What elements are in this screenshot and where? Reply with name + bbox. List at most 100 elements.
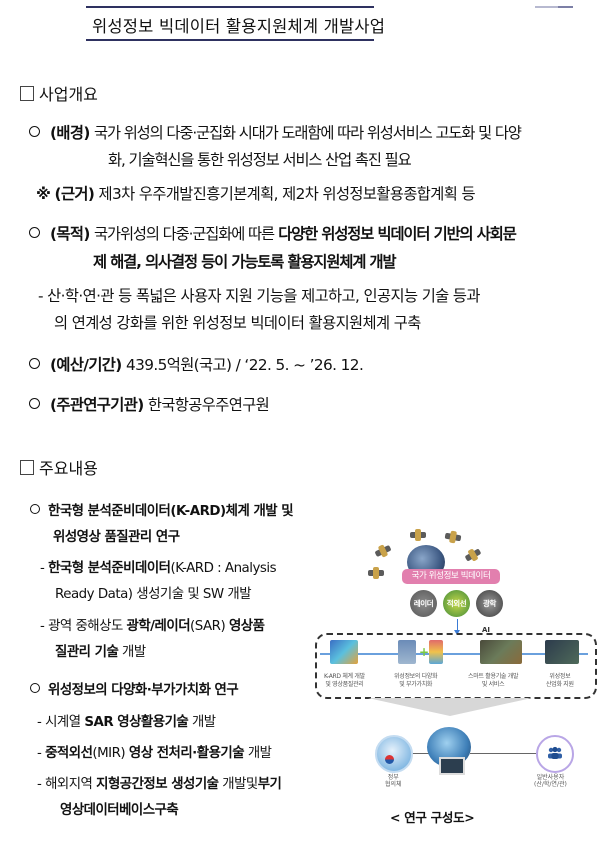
title-rule-bottom (86, 39, 374, 41)
text: - 광역 중해상도 (40, 619, 123, 634)
section-heading-overview: 사업개요 (20, 81, 98, 105)
text-bold: SAR 영상활용기술 (84, 715, 189, 730)
dashboard-map (545, 640, 579, 664)
text: (MIR) (92, 746, 126, 761)
overview-budget: (예산/기간) 439.5억원(국고) / ‘22. 5. ~ ’26. 12. (29, 353, 364, 375)
dash: - (40, 561, 45, 576)
diagram-caption: < 연구 구성도> (390, 810, 475, 825)
overview-purpose-cont: 제 해결, 의사결정 등이 가능토록 활용지원체계 개발 (93, 253, 397, 271)
decorative-rule (558, 6, 573, 8)
monitor-icon (439, 757, 465, 775)
circle-bullet-icon (29, 398, 40, 409)
main-item2-sub2: - 중적외선(MIR) 영상 전처리·활용기술 개발 (37, 741, 272, 761)
layers-icon (429, 640, 443, 664)
decorative-rule (535, 6, 571, 8)
text: (K-ARD : Analysis (170, 561, 277, 576)
main-item1-sub1: - 한국형 분석준비데이터(K-ARD : Analysis (40, 556, 277, 576)
government-icon (375, 735, 413, 773)
circle-bullet-icon (29, 126, 40, 137)
circle-bullet-icon (30, 504, 40, 514)
section-heading-main-content: 주요내용 (20, 455, 98, 479)
checkbox-square-icon (20, 86, 34, 101)
connector-line (470, 753, 536, 754)
optical-bubble: 광학 (476, 590, 503, 617)
satellite-icon (410, 529, 426, 541)
document-title: 위성정보 빅데이터 활용지원체계 개발사업 (92, 17, 386, 36)
text-bold: 질관리 기술 (55, 645, 119, 660)
overview-background: (배경) 국가 위성의 다중·군집화 시대가 도래함에 따라 위성서비스 고도화… (29, 121, 522, 143)
overview-agency: (주관연구기관) 한국항공우주연구원 (29, 393, 270, 415)
text: - 해외지역 (37, 777, 93, 792)
main-item1-sub2-cont: 질관리 기술 개발 (55, 640, 146, 660)
label: (주관연구기관) (50, 396, 144, 414)
label: (배경) (50, 124, 90, 142)
text: 439.5억원(국고) / ‘22. 5. ~ ’26. 12. (125, 356, 364, 374)
text: 국가 위성의 다중·군집화 시대가 도래함에 따라 위성서비스 고도화 및 다양 (94, 124, 522, 142)
text-bold: 한국형 분석준비데이터 (48, 561, 171, 576)
overview-purpose-sub-cont: 의 연계성 강화를 위한 위성정보 빅데이터 활용지원체계 구축 (54, 314, 421, 332)
text-bold: 광학/레이더 (126, 619, 191, 634)
arrow-down-icon (454, 619, 460, 635)
title-rule-top (86, 6, 374, 8)
circle-bullet-icon (29, 358, 40, 369)
main-item1-title: 한국형 분석준비데이터(K-ARD)체계 개발 및 (30, 499, 294, 519)
text-bold: 부기 (257, 777, 282, 792)
text-bold: 중적외선 (45, 746, 93, 761)
circle-bullet-icon (29, 227, 40, 238)
text: 개발및 (222, 777, 258, 792)
plus-icon: + (419, 645, 430, 659)
satellite-icon (368, 567, 384, 579)
text-bold: 지형공간정보 생성기술 (96, 777, 219, 792)
overview-purpose: (목적) 국가위성의 다중·군집화에 따른 다양한 위성정보 빅데이터 기반의 … (29, 222, 517, 244)
overview-background-cont: 화, 기술혁신을 통한 위성정보 서비스 산업 촉진 필요 (108, 151, 412, 169)
satellite-cluster (365, 520, 485, 580)
public-users-label: 일반사용자(산/학/연/관) (534, 774, 567, 788)
text: 한국항공우주연구원 (147, 396, 270, 414)
checkbox-square-icon (20, 460, 34, 475)
kard-stack-icon (330, 640, 358, 664)
satellite-icon (444, 532, 462, 542)
main-item2-title: 위성정보의 다양화·부가가치화 연구 (30, 678, 239, 698)
section-heading-text: 사업개요 (39, 85, 98, 104)
main-item2-sub3: - 해외지역 지형공간정보 생성기술 개발및부기 (37, 772, 282, 792)
main-item1-sub2: - 광역 중해상도 광학/레이더(SAR) 영상품 (40, 614, 265, 634)
big-data-banner: 국가 위성정보 빅데이터 (402, 569, 500, 584)
imagery-mosaic (480, 640, 522, 664)
people-icon (548, 746, 562, 759)
taegeuk-icon (385, 755, 394, 764)
satellite-icon (374, 544, 392, 558)
text: 제3차 우주개발진흥기본계획, 제2차 위성정보활용종합계획 등 (98, 185, 476, 203)
reference-mark-icon: ※ (36, 185, 51, 203)
funnel-arrow-icon (368, 698, 532, 716)
label: (목적) (50, 225, 90, 243)
text: 개발 (122, 645, 146, 660)
main-item2-sub1: - 시계열 SAR 영상활용기술 개발 (37, 710, 216, 730)
overview-purpose-sub: - 산·학·연·관 등 폭넓은 사용자 지원 기능을 제고하고, 인공지능 기술… (38, 287, 480, 305)
main-item1-title-cont: 위성영상 품질관리 연구 (53, 530, 180, 545)
data-stack-icon (398, 640, 416, 664)
satellite-icon (464, 548, 482, 562)
text: - 시계열 (37, 715, 81, 730)
text-bold: 영상품 (228, 619, 265, 634)
section-heading-text: 주요내용 (39, 459, 98, 478)
overview-basis: ※ (근거) 제3차 우주개발진흥기본계획, 제2차 위성정보활용종합계획 등 (36, 182, 476, 204)
text: 위성정보의 다양화·부가가치화 연구 (48, 683, 239, 698)
main-item2-sub3-cont: 영상데이터베이스구축 (60, 803, 179, 818)
label: (근거) (54, 185, 95, 203)
main-item1-sub1-cont: Ready Data) 생성기술 및 SW 개발 (55, 587, 252, 602)
ai-label: AI (482, 626, 491, 634)
text-bold: 다양한 위성정보 빅데이터 기반의 사회문 (278, 225, 517, 243)
text: (SAR) (190, 619, 226, 634)
public-users-icon (536, 735, 574, 773)
radar-bubble: 레이더 (410, 590, 437, 617)
infrared-bubble: 적외선 (443, 590, 470, 617)
flow-line (320, 653, 588, 655)
research-structure-diagram: 국가 위성정보 빅데이터 레이더 적외선 광학 + AI K-ARD 체계 개발… (310, 495, 600, 835)
dash: - (37, 746, 42, 761)
text: 국가위성의 다중·군집화에 따른 (94, 225, 275, 243)
